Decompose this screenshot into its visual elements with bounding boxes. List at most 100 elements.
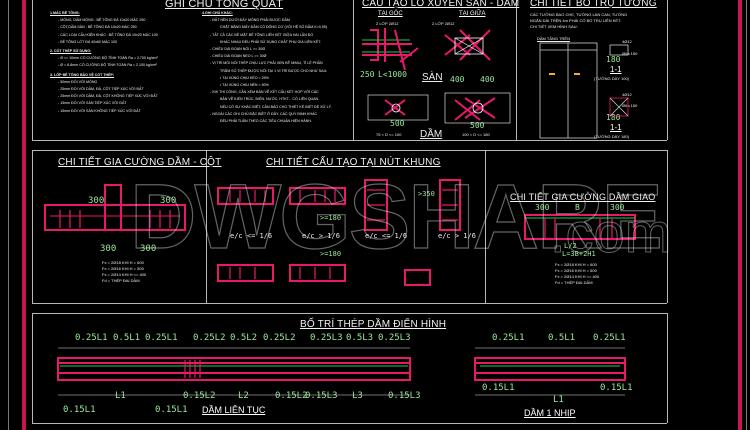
frame-bot-left [32, 313, 33, 423]
continuous-beam-caption: DẦM LIÊN TỤC [202, 405, 266, 415]
dim-l1000: L<1000 [378, 70, 407, 79]
notes-s1-line: - CỘT,DẦM,SÀN : BÊ TÔNG ĐÁ 10x20 MÁC 250 [58, 25, 137, 30]
wall-column-title: CHI TIẾT BỔ TRỤ TƯỜNG [530, 0, 657, 9]
single-bot-dim: 0.15L1 [600, 383, 633, 393]
notes-s4-line: ĐỀU PHẢI TUÂN THEO CÁC TIÊU CHUẨN HIỆN H… [220, 119, 312, 124]
beam-cross-legend-2: Fx = 2Ø16 KHI H = 500 [555, 268, 597, 273]
ratio-1: e/c <= 1/6 [230, 232, 273, 240]
cont-bot-dim: 0.15L3 [388, 391, 421, 401]
frame-mid-right [667, 150, 668, 303]
general-notes-right: 4.GHI CHÚ KHÁC: - ĐẤT NỀN DƯỚI ĐÁY MÓNG … [202, 8, 332, 125]
openings-title: CẤU TẠO LỖ XUYÊN SÀN - DẦM [362, 0, 520, 9]
wall-column-desc-2: NGĂN DÀI TRÊN 4m PHẢI CÓ BỔ TRỤ LIÊN KẾT… [530, 18, 622, 23]
frame-right-top-vertical [667, 0, 668, 140]
stirrup-a: Ø6a 150 [622, 51, 638, 56]
notes-s3-heading: 3. LỚP BÊ TÔNG BẢO VỆ CỐT THÉP: [50, 72, 115, 77]
notes-s3-line: - 25mm ĐỐI VỚI DẦM, ĐÀ, CỘT TIẾP XÚC VỚI… [58, 87, 144, 92]
notes-s4-line: CHẶT BẰNG MÁY ĐẦM CÓ ĐỘNG CƠ (VỚI HỆ SỐ … [220, 25, 327, 30]
beam-cross-legend-4: Fd = THÉP ĐAI DẦM [555, 280, 593, 285]
cont-top-dim: 0.25L2 [193, 333, 226, 343]
notes-s1-line: - CÁC LOẠI CẤU KIỆN KHÁC : BÊ TÔNG ĐÁ 10… [58, 32, 158, 37]
beam-column-legend-3: Fx = 2Ø14 KHI H <= 400 [102, 272, 147, 277]
cross-dim-300-b: 300 [610, 203, 625, 212]
cross-dim-l2: L/2 [564, 242, 577, 250]
notes-s2-line: - Ø >= 10mm CÓ CƯỜNG ĐỘ TÍNH TOÁN Ra = 2… [58, 56, 158, 61]
rebar-note-middle: 2 LỚP 2Ø12 [432, 21, 455, 26]
notes-s4-line: - VỊ TRÍ MỐI NỐI THÉP CHỊU LỰC PHẢI XEN … [210, 61, 323, 66]
cont-bot-dim: 0.15L2 [275, 391, 308, 401]
general-notes-title: GHI CHÚ TỔNG QUÁT [165, 0, 284, 10]
notes-s4-line: - CHIỀU DÀI ĐOẠN NEO L >= 30Ø [210, 54, 267, 59]
sheet-border-left-thin [8, 0, 9, 430]
cont-top-dim: 0.25L3 [378, 333, 411, 343]
beam-column-legend-2: Fx = 2Ø16 KHI H = 500 [102, 266, 144, 271]
notes-s4-line: NẾU CÓ SỰ KHÁC BIỆT, CẦN BÁO CHO THIẾT K… [220, 104, 332, 109]
beam-large-range: 100 < D <= 180 [462, 132, 490, 137]
cont-top-dim: 0.5L2 [230, 333, 258, 343]
dwgshare-watermark-suffix: .com [549, 201, 672, 265]
cont-span-l3: L3 [352, 391, 363, 401]
cont-top-dim: 0.5L3 [346, 333, 374, 343]
notes-s4-line: - TẤT CẢ CÁC BỀ MẶT BÊ TÔNG LIÊN KẾT GIỮ… [210, 32, 314, 37]
rebar-4d12-a: 4Ø12 [622, 39, 632, 44]
notes-s3-line: - 15mm ĐỐI VỚI SÀN KHÔNG TIẾP XÚC VỚI ĐẤ… [58, 108, 141, 113]
sec2-note: (TƯỜNG DÀY 180) [594, 134, 630, 139]
frame-mid-div2 [485, 150, 486, 303]
dim-500-small: 500 [390, 119, 405, 128]
cont-top-dim: 0.25L2 [263, 333, 296, 343]
cont-top-dim: 0.25L1 [145, 333, 178, 343]
frame-mid-left [32, 150, 33, 303]
single-span: L1 [553, 395, 564, 405]
cont-top-dim: 0.5L1 [113, 333, 141, 343]
cont-top-dim: 0.25L3 [310, 333, 343, 343]
notes-s4-line: - CHIỀU DÀI ĐOẠN NỐI L >= 30Ø [210, 47, 265, 52]
slab-label: SÀN [422, 72, 443, 83]
sheet-border-left [22, 0, 26, 430]
cont-span-l1: L1 [115, 391, 126, 401]
ratio-3: e/c <= 1/6 [365, 232, 408, 240]
ratio-2: e/c > 1/6 [302, 232, 340, 240]
sec1-note: (TƯỜNG DÀY 100) [594, 76, 630, 81]
typical-beam-title: BỐ TRÍ THÉP DẦM ĐIỂN HÌNH [300, 319, 447, 330]
notes-s3-line: - 15mm ĐỐI VỚI SÀN TIẾP XÚC VỚI ĐẤT [58, 101, 127, 106]
single-top-dim: 0.5L1 [548, 333, 576, 343]
beam-cross-legend-3: Fx = 2Ø14 KHI H <= 400 [555, 274, 600, 279]
ratio-4: e/c > 1/6 [438, 232, 476, 240]
rebar-note-corner: 2 LỚP 2Ø12 [376, 21, 399, 26]
openings-middle-label: TẠI GIỮA [459, 11, 486, 17]
cont-bot-dim: 0.15L1 [155, 405, 188, 415]
cont-bot-dim: 0.15L3 [305, 391, 338, 401]
sec2-dim-h: 180 [606, 113, 621, 122]
frame-top-divider [32, 140, 667, 141]
dim-250: 250 [360, 70, 375, 79]
dim-400-right: 400 [480, 75, 495, 84]
dim-300-a: 300 [88, 196, 105, 206]
rebar-4d12-b: 4Ø12 [622, 92, 632, 97]
frame-left-top-vertical [32, 0, 33, 140]
single-top-dim: 0.25L1 [593, 333, 626, 343]
notes-s4-line: • TẠI VÙNG CHỊU NÉN < 50% [220, 83, 269, 88]
single-top-dim: 0.25L1 [492, 333, 525, 343]
sec1-dim-h: 180 [606, 55, 621, 64]
frame-notes-divider [353, 0, 354, 140]
beam-column-title: CHI TIẾT GIA CƯỜNG DẦM - CỘT [58, 157, 222, 168]
dim-300-c: 300 [100, 244, 117, 254]
beam-cross-title: CHI TIẾT GIA CƯỜNG DẦM GIAO [510, 192, 656, 202]
cont-bot-dim: 0.15L1 [63, 405, 96, 415]
notes-s4-line: TRĂM SỐ THÉP ĐƯỢC NỐI TẠI 1 VỊ TRÍ ĐƯỢC … [220, 68, 328, 73]
dim-400-left: 400 [450, 75, 465, 84]
dim-300-b: 300 [160, 196, 177, 206]
openings-corner-label: TẠI GÓC [378, 11, 403, 17]
notes-s3-line: - 50mm ĐỐI VỚI MÓNG [58, 79, 98, 84]
sheet-border-right [738, 0, 742, 430]
notes-s2-line: - Ø = 6-8mm CÓ CƯỜNG ĐỘ TÍNH TOÁN Ra = 2… [58, 63, 157, 68]
notes-s4-line: KHÁC NHAU ĐỀU PHẢI SỬ DỤNG CHẤT PHỤ GIA … [220, 39, 322, 44]
upper-beam-label: DẦM TẦNG TRÊN [537, 36, 570, 41]
sec1-label: 1-1 [610, 65, 622, 74]
frame-mid-bottom [32, 303, 667, 304]
frame-bot-bottom [32, 423, 667, 424]
single-beam-caption: DẦM 1 NHỊP [524, 408, 576, 418]
wall-column-desc-1: CÁC TƯỜNG BAO CHE, TƯỜNG LAN CAN, TƯỜNG [530, 12, 628, 17]
frame-openings-divider [516, 0, 517, 140]
